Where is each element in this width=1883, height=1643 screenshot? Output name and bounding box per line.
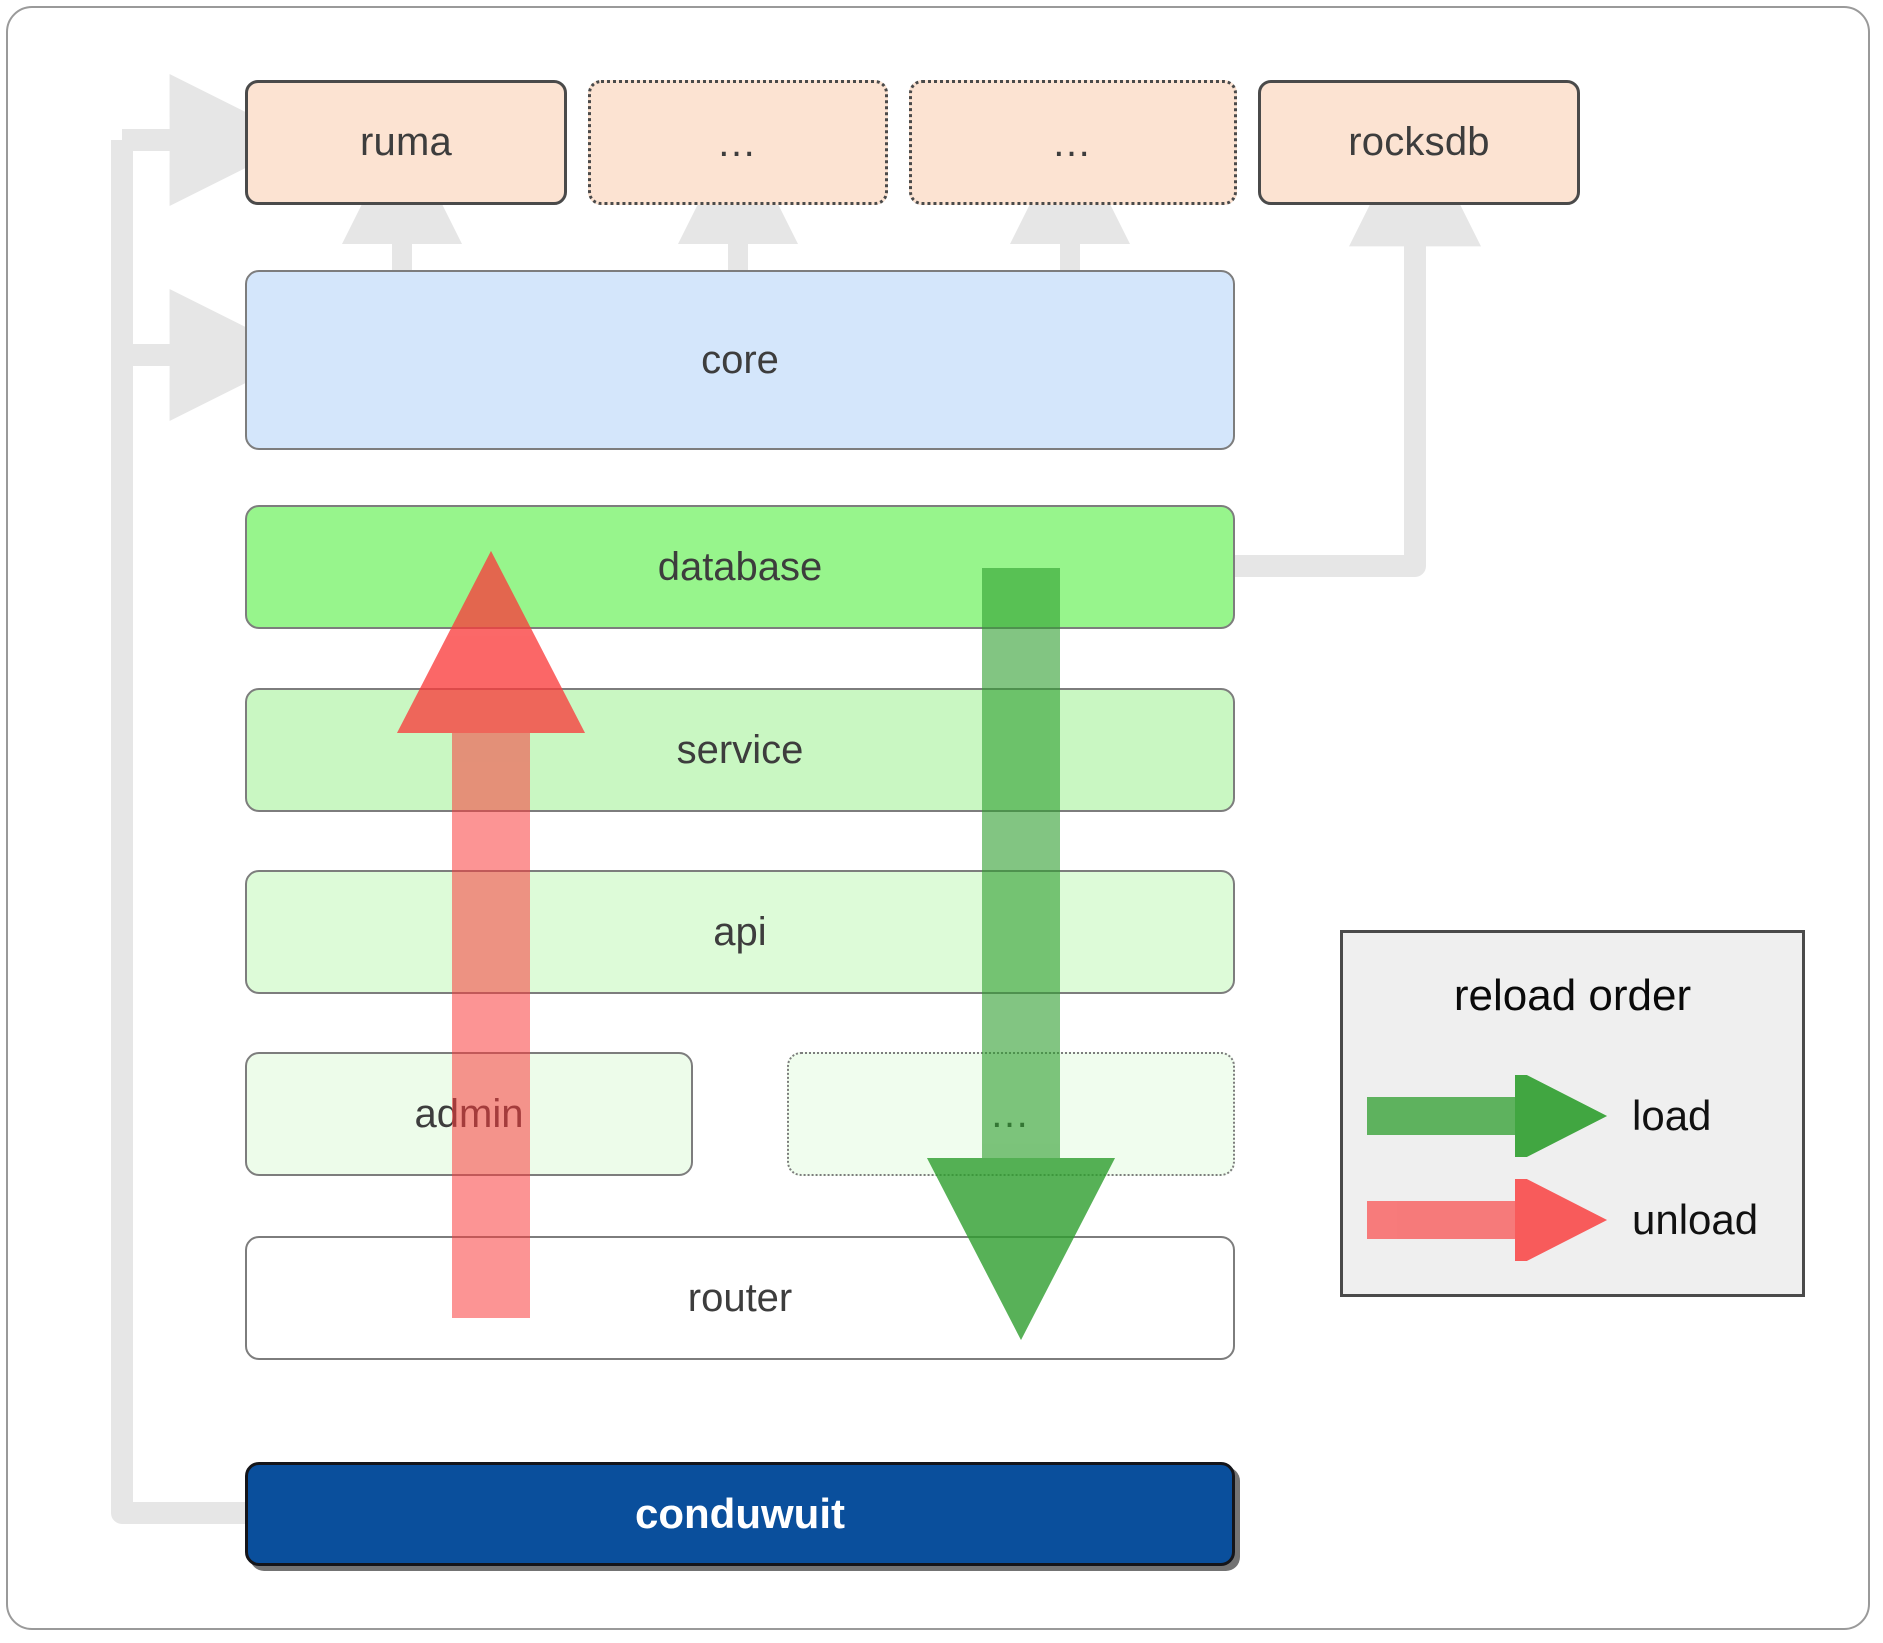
- layer-box-api[interactable]: api: [245, 870, 1235, 994]
- layer-label-core: core: [701, 337, 779, 382]
- layer-label-service: service: [676, 727, 804, 772]
- legend-panel: reload order load: [1340, 930, 1805, 1297]
- layer-box-admin[interactable]: admin: [245, 1052, 693, 1176]
- legend-row-load: load: [1367, 1071, 1787, 1161]
- legend-label-load: load: [1632, 1092, 1712, 1139]
- layer-label-router: router: [687, 1275, 793, 1320]
- dependency-label-placeholder-2: …: [1051, 120, 1095, 165]
- layer-label-admin: admin: [414, 1091, 524, 1136]
- layer-box-service[interactable]: service: [245, 688, 1235, 812]
- layer-box-core[interactable]: core: [245, 270, 1235, 450]
- layer-label-api: api: [713, 909, 767, 954]
- dependency-label-rocksdb: rocksdb: [1348, 120, 1490, 164]
- layer-box-placeholder[interactable]: …: [787, 1052, 1235, 1176]
- dependency-box-ruma[interactable]: ruma: [245, 80, 567, 205]
- dependency-label-ruma: ruma: [360, 120, 452, 164]
- dependency-box-placeholder-2[interactable]: …: [909, 80, 1237, 205]
- layer-box-router[interactable]: router: [245, 1236, 1235, 1360]
- legend-row-unload: unload: [1367, 1175, 1787, 1265]
- unload-arrow-icon: [1367, 1179, 1607, 1261]
- legend-label-unload: unload: [1632, 1196, 1759, 1243]
- legend-title: reload order: [1453, 971, 1692, 1020]
- layer-label-database: database: [657, 544, 823, 589]
- load-arrow-icon: [1367, 1075, 1607, 1157]
- binary-label-conduwuit: conduwuit: [635, 1490, 845, 1537]
- layer-box-database[interactable]: database: [245, 505, 1235, 629]
- dependency-box-rocksdb[interactable]: rocksdb: [1258, 80, 1580, 205]
- dependency-box-placeholder-1[interactable]: …: [588, 80, 888, 205]
- layer-label-placeholder: …: [989, 1092, 1033, 1136]
- dependency-label-placeholder-1: …: [716, 120, 760, 165]
- binary-box-conduwuit[interactable]: conduwuit: [245, 1462, 1235, 1566]
- diagram-frame: [6, 6, 1870, 1630]
